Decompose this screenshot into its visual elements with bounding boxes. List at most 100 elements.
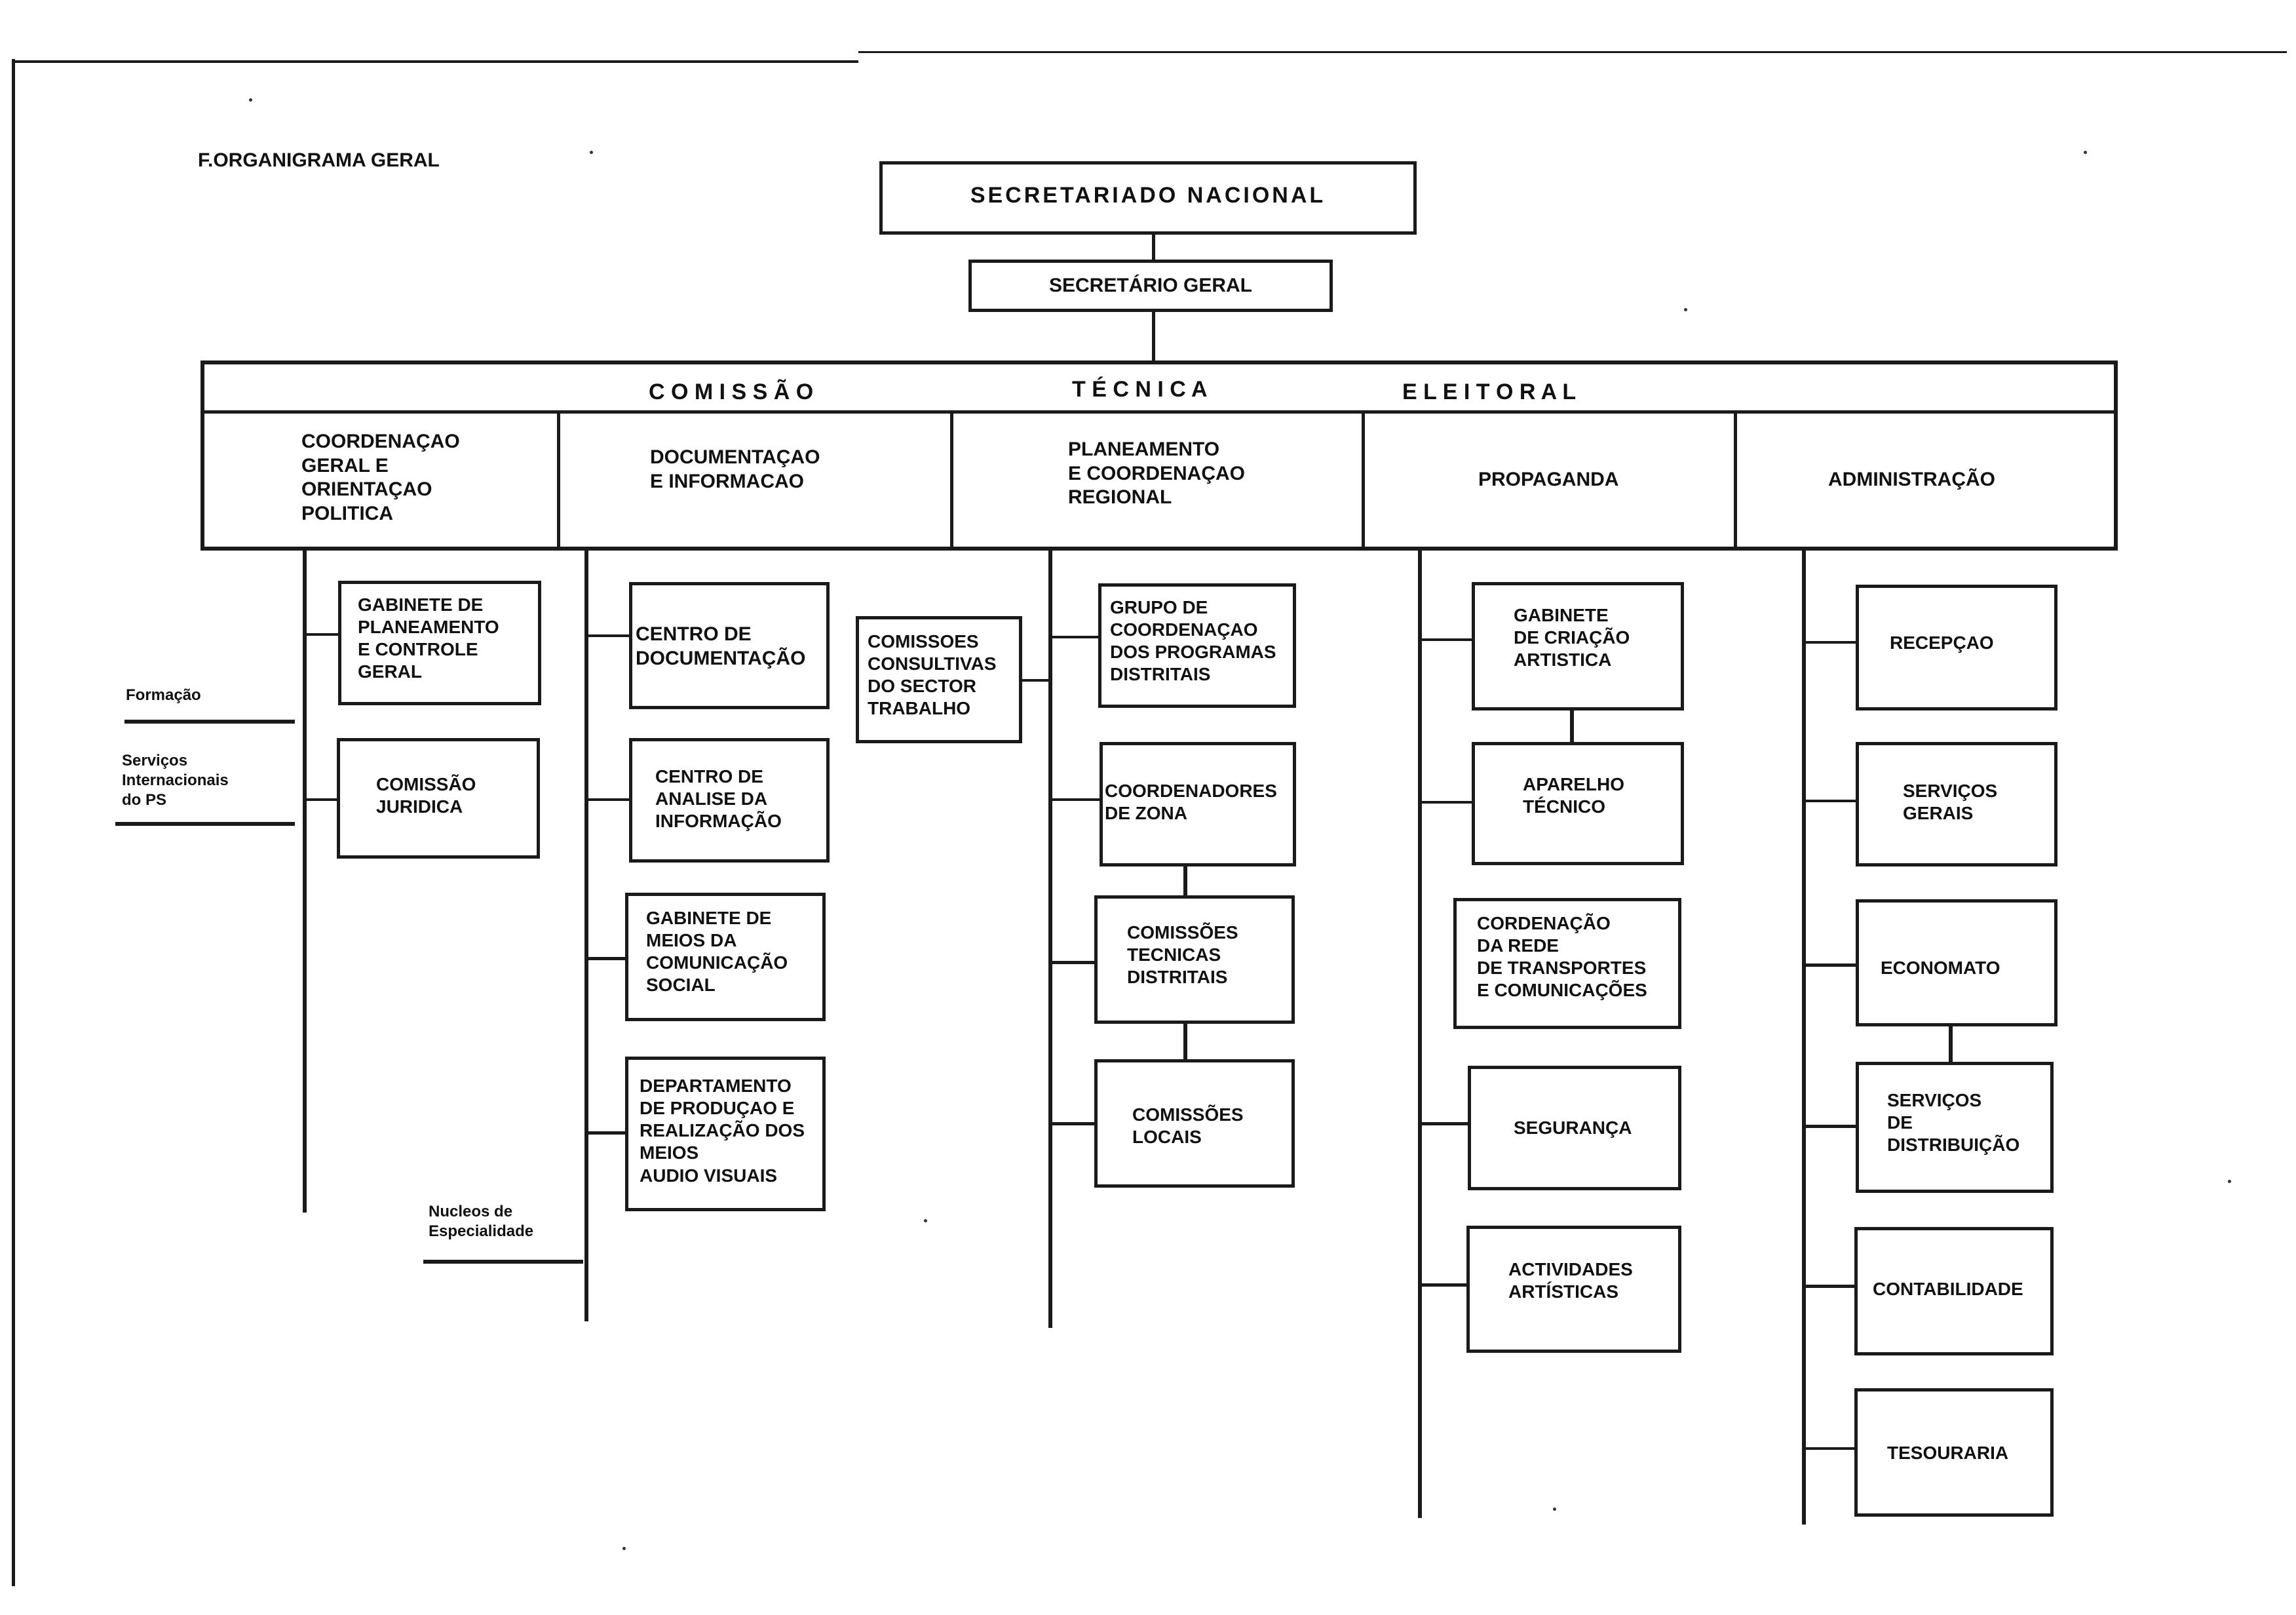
banner-divider-4 bbox=[1734, 413, 1737, 549]
unit-departamento-producao-box bbox=[625, 1057, 826, 1211]
input-formacao-arrow bbox=[124, 720, 295, 724]
unit-recepcao-box bbox=[1856, 585, 2057, 710]
unit-aparelho-tecnico-label: APARELHO TÉCNICO bbox=[1523, 774, 1625, 817]
connector-secretariado bbox=[1152, 233, 1155, 261]
left-rule bbox=[12, 59, 15, 1586]
banner-divider-3 bbox=[1362, 413, 1365, 549]
link-col4-unit4 bbox=[1421, 1122, 1468, 1125]
link-col3-unit1 bbox=[1051, 636, 1098, 638]
scan-speck bbox=[924, 1219, 927, 1222]
unit-economato-label: ECONOMATO bbox=[1881, 958, 2000, 978]
unit-recepcao-label: RECEPÇAO bbox=[1890, 632, 1994, 653]
column-header-propaganda: PROPAGANDA bbox=[1478, 469, 1619, 490]
unit-comissao-juridica-box bbox=[337, 738, 540, 859]
link-col3-unit1-2 bbox=[1183, 865, 1187, 897]
unit-servicos-distribuicao-label: SERVIÇOS DE DISTRIBUIÇÃO bbox=[1887, 1090, 2020, 1156]
unit-contabilidade-label: CONTABILIDADE bbox=[1873, 1279, 2023, 1299]
unit-tesouraria-box bbox=[1854, 1388, 2054, 1517]
column-header-documentacao: DOCUMENTAÇAO E INFORMACAO bbox=[650, 446, 820, 492]
link-col5-unit5 bbox=[1805, 1285, 1854, 1288]
unit-departamento-producao-label: DEPARTAMENTO DE PRODUÇAO E REALIZAÇÃO DO… bbox=[640, 1076, 805, 1186]
link-col5-unit1 bbox=[1805, 641, 1856, 644]
diagram-title: F.ORGANIGRAMA GERAL bbox=[198, 149, 440, 171]
column-header-coordenacao: COORDENAÇAO GERAL E ORIENTAÇAO POLITICA bbox=[301, 431, 460, 524]
top-rule bbox=[13, 60, 858, 63]
unit-actividades-artisticas-label: ACTIVIDADES ARTÍSTICAS bbox=[1508, 1259, 1633, 1302]
commission-box bbox=[201, 360, 2118, 551]
link-col3-unit4 bbox=[1051, 1122, 1094, 1125]
link-col2-unit3 bbox=[587, 957, 625, 960]
link-col3-unit2-3 bbox=[1183, 1022, 1187, 1060]
scan-speck bbox=[1684, 308, 1687, 311]
unit-centro-documentacao-box bbox=[629, 582, 830, 709]
link-col4-unit1 bbox=[1421, 638, 1472, 641]
link-col4-unit2 bbox=[1421, 801, 1472, 804]
link-col3-unit2 bbox=[1051, 798, 1100, 801]
unit-grupo-coordenacao-label: GRUPO DE COORDENAÇAO DOS PROGRAMAS DISTR… bbox=[1110, 597, 1276, 685]
unit-comissoes-consultivas-label: COMISSOES CONSULTIVAS DO SECTOR TRABALHO bbox=[868, 631, 997, 719]
unit-comissao-juridica-label: COMISSÃO JURIDICA bbox=[376, 774, 476, 817]
spine-col3 bbox=[1048, 548, 1052, 1328]
unit-gabinete-criacao-label: GABINETE DE CRIAÇÃO ARTISTICA bbox=[1514, 605, 1630, 671]
link-col1-unit2 bbox=[305, 798, 338, 801]
scan-speck bbox=[249, 98, 252, 102]
secretario-geral-label: SECRETÁRIO GERAL bbox=[1048, 275, 1253, 296]
link-col1-unit1 bbox=[305, 633, 339, 636]
unit-coordenadores-zona-label: COORDENADORES DE ZONA bbox=[1105, 781, 1277, 824]
commission-word-2: T É C N I C A bbox=[1072, 377, 1208, 402]
unit-centro-documentacao-label: CENTRO DE DOCUMENTAÇÃO bbox=[636, 623, 806, 669]
spine-col4 bbox=[1418, 548, 1422, 1518]
scan-speck bbox=[2084, 151, 2087, 154]
link-col5-unit4 bbox=[1805, 1125, 1856, 1128]
unit-gabinete-criacao-box bbox=[1472, 582, 1684, 710]
link-col2-unit1 bbox=[587, 634, 629, 637]
unit-aparelho-tecnico-box bbox=[1472, 742, 1684, 865]
unit-servicos-distribuicao-box bbox=[1856, 1062, 2054, 1193]
link-col4-unit5 bbox=[1421, 1283, 1466, 1287]
scan-speck bbox=[622, 1547, 626, 1550]
link-col5-unit6 bbox=[1805, 1447, 1854, 1450]
banner-divider-1 bbox=[557, 413, 560, 549]
unit-cordenacao-rede-box bbox=[1453, 898, 1681, 1029]
unit-centro-analise-label: CENTRO DE ANALISE DA INFORMAÇÃO bbox=[655, 766, 782, 832]
unit-economato-box bbox=[1856, 899, 2057, 1026]
unit-servicos-gerais-box bbox=[1856, 742, 2057, 866]
scan-speck bbox=[590, 151, 593, 154]
unit-contabilidade-box bbox=[1854, 1227, 2054, 1355]
unit-comissoes-locais-box bbox=[1094, 1059, 1295, 1188]
unit-seguranca-label: SEGURANÇA bbox=[1514, 1118, 1632, 1138]
banner-divider-2 bbox=[950, 413, 953, 549]
unit-gabinete-meios-box bbox=[625, 893, 826, 1021]
input-nucleos-label: Nucleos de Especialidade bbox=[429, 1203, 534, 1240]
unit-comissoes-locais-label: COMISSÕES LOCAIS bbox=[1132, 1104, 1244, 1148]
unit-comissoes-consultivas-box bbox=[856, 616, 1022, 743]
unit-centro-analise-box bbox=[629, 738, 830, 863]
link-col5-unit3-4 bbox=[1949, 1025, 1953, 1063]
secretariado-nacional-label: SECRETARIADO NACIONAL bbox=[970, 183, 1326, 208]
commission-divider bbox=[201, 410, 2118, 414]
link-col3-unit3 bbox=[1051, 961, 1094, 964]
unit-cordenacao-rede-label: CORDENAÇÃO DA REDE DE TRANSPORTES E COMU… bbox=[1477, 913, 1647, 1001]
link-col5-unit3 bbox=[1805, 963, 1856, 967]
unit-comissoes-tecnicas-label: COMISSÕES TECNICAS DISTRITAIS bbox=[1127, 922, 1238, 988]
commission-word-3: E L E I T O R A L bbox=[1402, 379, 1577, 404]
unit-gabinete-meios-label: GABINETE DE MEIOS DA COMUNICAÇÃO SOCIAL bbox=[646, 908, 788, 996]
input-formacao-label: Formação bbox=[126, 686, 201, 704]
scan-speck bbox=[1553, 1508, 1556, 1511]
unit-tesouraria-label: TESOURARIA bbox=[1887, 1443, 2009, 1463]
commission-word-1: C O M I S S Ã O bbox=[649, 379, 814, 404]
unit-gabinete-planeamento-box bbox=[338, 581, 541, 705]
unit-comissoes-tecnicas-box bbox=[1094, 895, 1295, 1024]
link-col4-unit1-2 bbox=[1570, 709, 1574, 743]
scan-speck bbox=[2228, 1180, 2231, 1183]
secretario-geral-box bbox=[968, 260, 1333, 312]
spine-col2 bbox=[584, 548, 588, 1321]
unit-grupo-coordenacao-box bbox=[1098, 583, 1296, 708]
link-col2-unit2 bbox=[587, 798, 629, 801]
top-rule-right bbox=[858, 51, 2287, 53]
input-servicos-arrow bbox=[115, 822, 295, 826]
secretariado-nacional-box bbox=[879, 161, 1417, 235]
spine-col5 bbox=[1802, 548, 1806, 1525]
unit-coordenadores-zona-box bbox=[1100, 742, 1296, 866]
